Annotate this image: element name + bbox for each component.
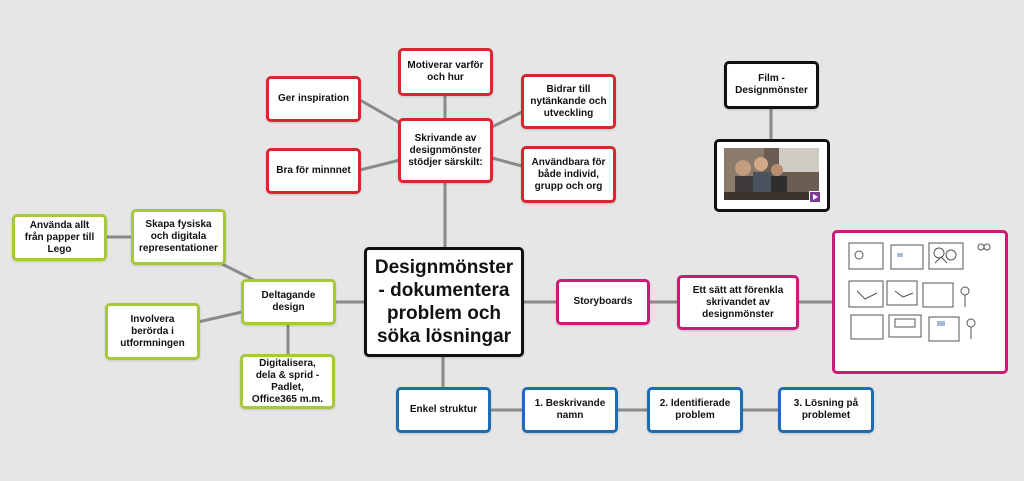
sketch-drawing <box>848 242 991 342</box>
anvandbara-node[interactable]: Användbara för både individ, grupp och o… <box>521 146 616 203</box>
film-title-node[interactable]: Film - Designmönster <box>724 61 819 109</box>
red-hub-node[interactable]: Skrivande av designmönster stödjer särsk… <box>398 118 493 183</box>
digitalisera-node[interactable]: Digitalisera, dela & sprid - Padlet, Off… <box>240 354 335 409</box>
video-frame <box>724 148 819 200</box>
play-icon[interactable] <box>809 191 821 203</box>
link-bidrar <box>491 110 523 129</box>
skapa-node[interactable]: Skapa fysiska och digitala representatio… <box>131 209 226 265</box>
green-hub-node[interactable]: Deltagande design <box>241 279 336 325</box>
bidrar-node[interactable]: Bidrar till nytänkande och utveckling <box>521 74 616 129</box>
storyboards-node[interactable]: Storyboards <box>556 279 650 325</box>
minnet-node[interactable]: Bra för minnnet <box>266 148 361 194</box>
link-anvandbara <box>491 156 523 168</box>
step3-node[interactable]: 3. Lösning på problemet <box>778 387 874 433</box>
papper-node[interactable]: Använda allt från papper till Lego <box>12 214 107 261</box>
link-inspiration <box>359 98 401 125</box>
step1-node[interactable]: 1. Beskrivande namn <box>522 387 618 433</box>
involvera-node[interactable]: Involvera berörda i utformningen <box>105 303 200 360</box>
blue-hub-node[interactable]: Enkel struktur <box>396 387 491 433</box>
step2-node[interactable]: 2. Identifierade problem <box>647 387 743 433</box>
link-involvera <box>197 310 243 324</box>
motiverar-node[interactable]: Motiverar varför och hur <box>398 48 493 96</box>
inspiration-node[interactable]: Ger inspiration <box>266 76 361 122</box>
link-minnet <box>359 158 401 172</box>
storyboard-sketch-image[interactable] <box>832 230 1008 374</box>
film-video-thumbnail[interactable] <box>714 139 830 212</box>
central-topic[interactable]: Designmönster - dokumentera problem och … <box>364 247 524 357</box>
forenkla-node[interactable]: Ett sätt att förenkla skrivandet av desi… <box>677 275 799 330</box>
